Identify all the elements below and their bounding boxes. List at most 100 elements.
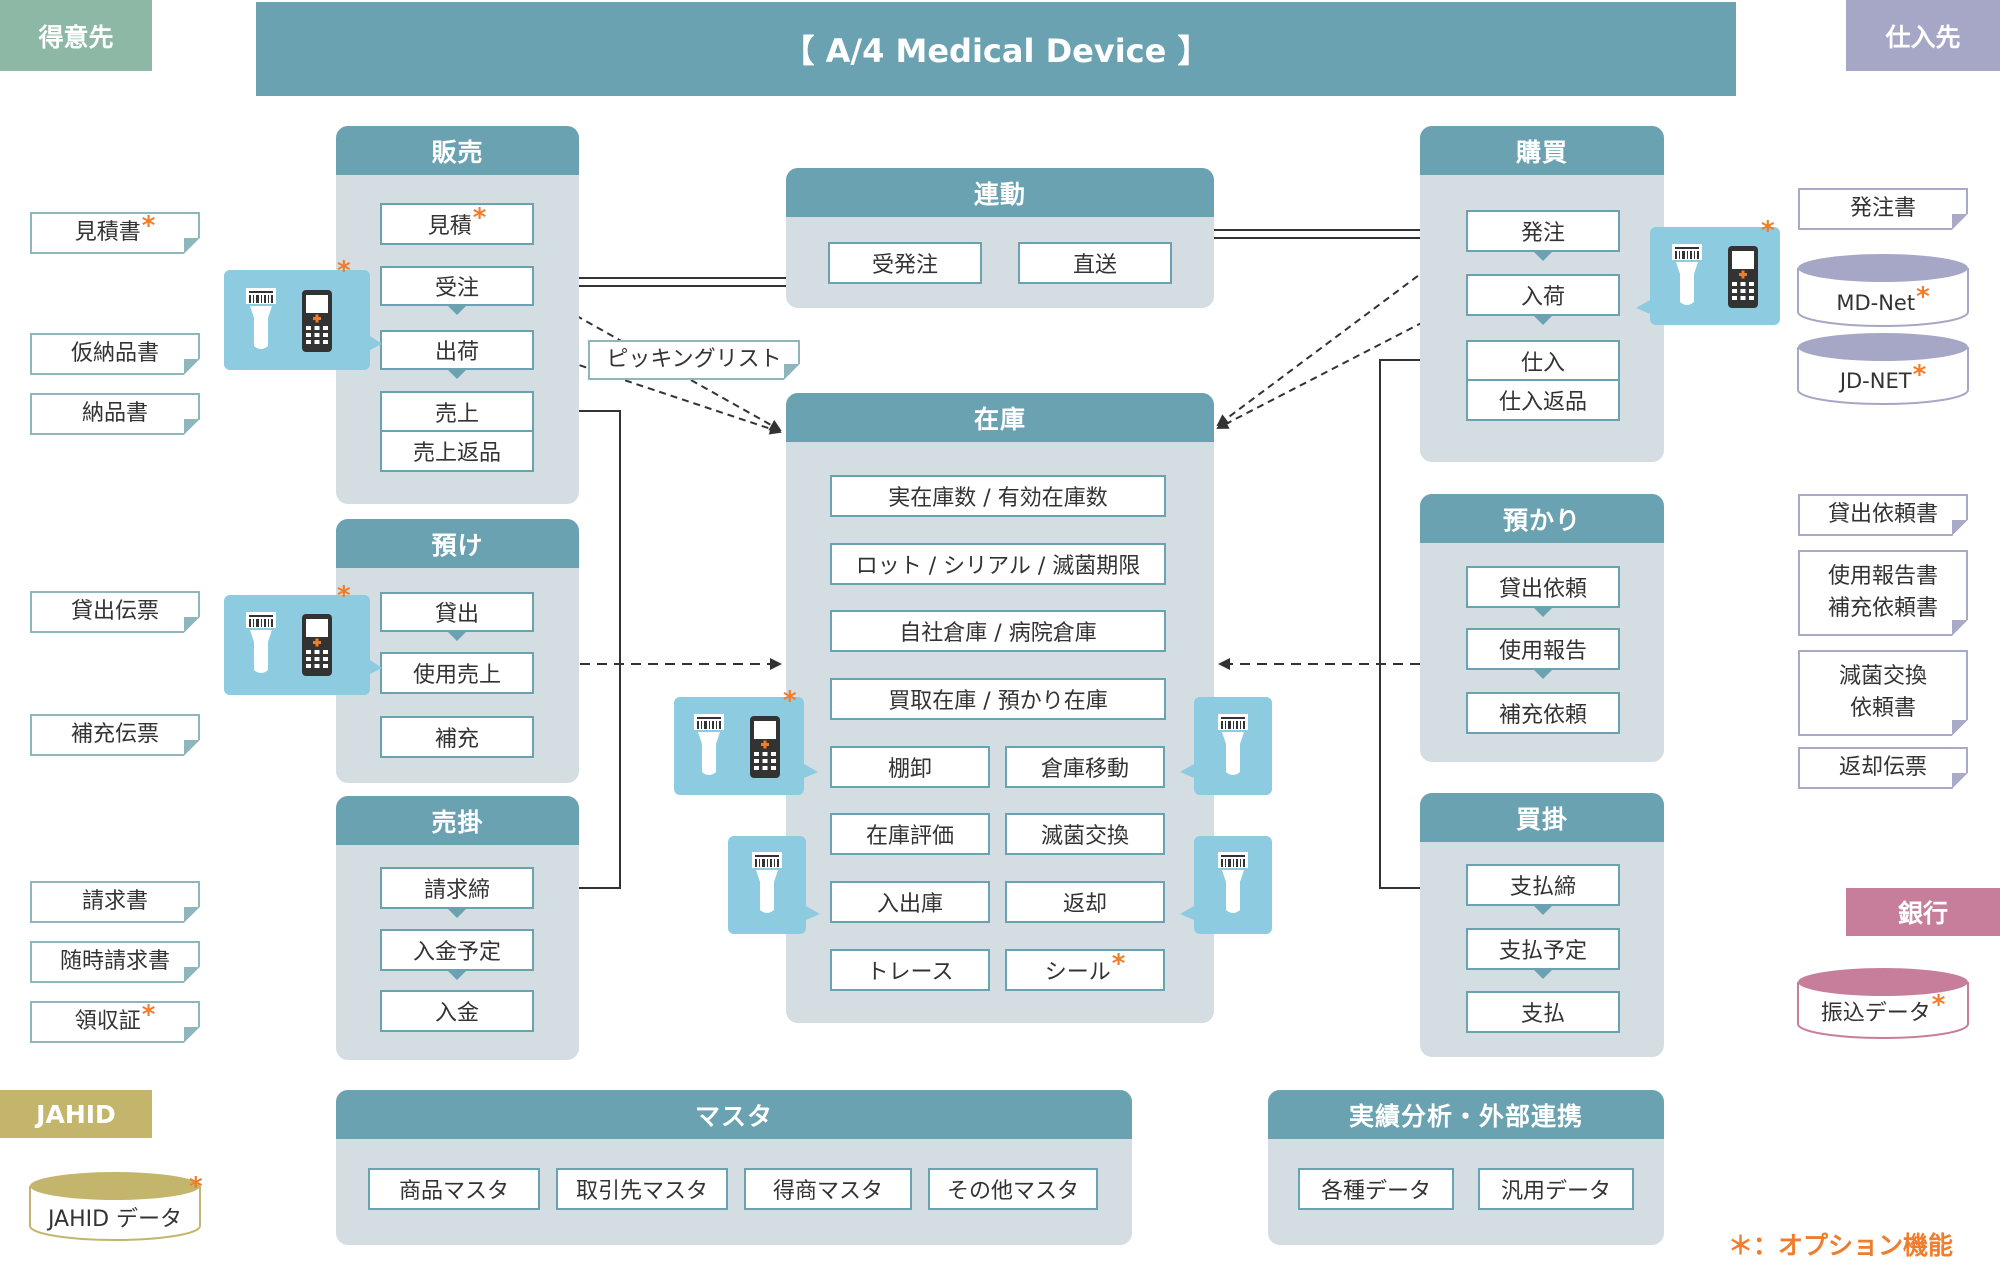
system-title-bar: 【 A/4 Medical Device 】 bbox=[256, 2, 1736, 96]
doc-delivery: 納品書 bbox=[30, 393, 200, 435]
panel-analysis-title: 実績分析・外部連携 bbox=[1268, 1090, 1664, 1139]
doc-lend-slip: 貸出伝票 bbox=[30, 591, 200, 633]
inventory-lot-serial[interactable]: ロット / シリアル / 滅菌期限 bbox=[830, 543, 1166, 585]
sales-shipping[interactable]: 出荷 bbox=[380, 330, 534, 379]
device-sales-option: * bbox=[337, 256, 351, 286]
bank-tag: 銀行 bbox=[1846, 888, 2000, 936]
barcode-scanner-icon bbox=[1218, 714, 1248, 775]
inventory-valuation[interactable]: 在庫評価 bbox=[830, 813, 990, 855]
doc-sterile-exchange-label: 減菌交換 bbox=[1838, 664, 1927, 690]
payable-payment-schedule[interactable]: 支払予定 bbox=[1466, 928, 1620, 979]
sales-estimate[interactable]: 見積* bbox=[380, 203, 534, 245]
md-net-db bbox=[1797, 254, 1969, 327]
purchase-arrival[interactable]: 入荷 bbox=[1466, 274, 1620, 325]
master-customer[interactable]: 得商マスタ bbox=[744, 1168, 912, 1210]
device-deposit-out bbox=[224, 595, 370, 695]
panel-sales-title: 販売 bbox=[336, 126, 579, 175]
panel-receivable-title: 売掛 bbox=[336, 796, 579, 845]
inventory-transfer[interactable]: 倉庫移動 bbox=[1005, 746, 1165, 788]
handheld-terminal-icon bbox=[302, 290, 332, 352]
picking-list-doc: ピッキングリスト bbox=[588, 340, 800, 380]
master-product[interactable]: 商品マスタ bbox=[368, 1168, 540, 1210]
doc-sterile-exchange-request: 減菌交換依頼書 bbox=[1798, 650, 1968, 736]
barcode-scanner-icon bbox=[1672, 244, 1702, 305]
master-other[interactable]: その他マスタ bbox=[928, 1168, 1098, 1210]
jahid-data-db bbox=[29, 1172, 201, 1241]
master-partner[interactable]: 取引先マスタ bbox=[556, 1168, 728, 1210]
deposit-in-lend-request[interactable]: 貸出依頼 bbox=[1466, 566, 1620, 617]
option-mark: * bbox=[1931, 990, 1946, 1020]
inventory-sterile-exchange[interactable]: 滅菌交換 bbox=[1005, 813, 1165, 855]
device-deposit-out-option: * bbox=[337, 581, 351, 611]
panel-payable-title: 買掛 bbox=[1420, 793, 1664, 842]
doc-adhoc-invoice: 随時請求書 bbox=[30, 941, 200, 983]
panel-link: 連動 bbox=[786, 168, 1214, 308]
option-mark: * bbox=[1111, 949, 1126, 979]
inventory-return[interactable]: 返却 bbox=[1005, 881, 1165, 923]
jahid-tag: JAHID bbox=[0, 1090, 152, 1138]
analysis-general-data[interactable]: 汎用データ bbox=[1478, 1168, 1634, 1210]
inventory-warehouse[interactable]: 自社倉庫 / 病院倉庫 bbox=[830, 610, 1166, 652]
deposit-in-refill-request[interactable]: 補充依頼 bbox=[1466, 692, 1620, 734]
doc-use-report-label: 使用報告書 bbox=[1827, 564, 1938, 590]
dashed-arrival-inventory bbox=[1216, 299, 1467, 429]
jd-net-label: JD-NET* bbox=[1839, 360, 1927, 393]
doc-invoice: 請求書 bbox=[30, 881, 200, 923]
device-sales bbox=[224, 270, 370, 370]
panel-link-title: 連動 bbox=[786, 168, 1214, 217]
barcode-scanner-icon bbox=[752, 852, 782, 913]
inventory-seal[interactable]: シール* bbox=[1005, 949, 1165, 991]
option-legend: ＊：オプション機能 bbox=[1728, 1231, 1954, 1260]
receivable-payment-schedule[interactable]: 入金予定 bbox=[380, 929, 534, 980]
md-net-label: MD-Net* bbox=[1836, 282, 1930, 315]
handheld-terminal-icon bbox=[750, 716, 780, 778]
panel-inventory-title: 在庫 bbox=[786, 393, 1214, 442]
payable-payment[interactable]: 支払 bbox=[1466, 991, 1620, 1033]
bank-transfer-db bbox=[1797, 968, 1969, 1039]
inventory-in-out[interactable]: 入出庫 bbox=[830, 881, 990, 923]
purchase-return[interactable]: 仕入返品 bbox=[1466, 379, 1620, 421]
analysis-various-data[interactable]: 各種データ bbox=[1298, 1168, 1454, 1210]
panel-payable: 買掛 bbox=[1420, 793, 1664, 1057]
handheld-terminal-icon bbox=[302, 614, 332, 676]
barcode-scanner-icon bbox=[246, 288, 276, 349]
payable-payment-close[interactable]: 支払締 bbox=[1466, 864, 1620, 915]
doc-return-slip: 返却伝票 bbox=[1798, 747, 1968, 789]
doc-lend-request: 貸出依頼書 bbox=[1798, 494, 1968, 536]
jahid-option-mark: * bbox=[189, 1172, 203, 1202]
device-inventory-option: * bbox=[783, 686, 797, 716]
supplier-tag: 仕入先 bbox=[1846, 0, 2000, 71]
deposit-out-refill[interactable]: 補充 bbox=[380, 716, 534, 758]
deposit-out-lend[interactable]: 貸出 bbox=[380, 592, 534, 641]
doc-purchase-order: 発注書 bbox=[1798, 188, 1968, 230]
doc-receipt: 領収証* bbox=[30, 1000, 200, 1043]
option-mark: * bbox=[141, 211, 156, 242]
link-direct-ship[interactable]: 直送 bbox=[1018, 242, 1172, 284]
panel-analysis: 実績分析・外部連携 bbox=[1268, 1090, 1664, 1245]
sales-return[interactable]: 売上返品 bbox=[380, 430, 534, 472]
purchase-stock-in[interactable]: 仕入 bbox=[1466, 340, 1620, 381]
option-mark: * bbox=[141, 1000, 156, 1031]
option-mark: * bbox=[472, 203, 487, 233]
device-purchase-option: * bbox=[1761, 216, 1775, 246]
receivable-billing-close[interactable]: 請求締 bbox=[380, 867, 534, 918]
inventory-stock-type[interactable]: 買取在庫 / 預かり在庫 bbox=[830, 678, 1166, 720]
inventory-trace[interactable]: トレース bbox=[830, 949, 990, 991]
barcode-scanner-icon bbox=[1218, 852, 1248, 913]
inventory-stocktake[interactable]: 棚卸 bbox=[830, 746, 990, 788]
deposit-in-use-report[interactable]: 使用報告 bbox=[1466, 628, 1620, 679]
barcode-scanner-icon bbox=[694, 714, 724, 775]
purchase-order[interactable]: 発注 bbox=[1466, 210, 1620, 261]
panel-deposit-in-title: 預かり bbox=[1420, 494, 1664, 543]
panel-master-title: マスタ bbox=[336, 1090, 1132, 1139]
receivable-payment[interactable]: 入金 bbox=[380, 990, 534, 1032]
option-mark: * bbox=[1912, 360, 1927, 390]
sales-order[interactable]: 受注 bbox=[380, 266, 534, 315]
deposit-out-use-sales[interactable]: 使用売上 bbox=[380, 652, 534, 694]
barcode-scanner-icon bbox=[246, 612, 276, 673]
link-order[interactable]: 受発注 bbox=[828, 242, 982, 284]
inventory-stock-count[interactable]: 実在庫数 / 有効在庫数 bbox=[830, 475, 1166, 517]
dashed-ship-inventory bbox=[533, 349, 782, 435]
